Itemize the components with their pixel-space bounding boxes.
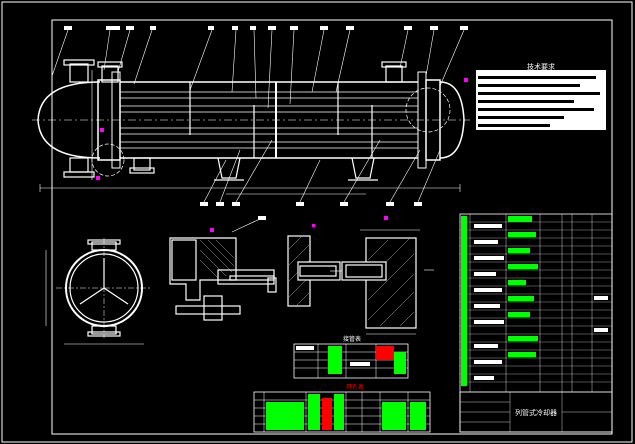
- title-block-drawing-name: 列管式冷却器: [515, 408, 557, 417]
- tubesheet-section-view: [341, 229, 434, 335]
- right-elliptical-head: [439, 81, 465, 159]
- left-tubesheet: [111, 71, 121, 169]
- top-left-nozzle: [63, 59, 95, 83]
- top-channel-nozzle: [97, 61, 123, 83]
- nozzle-table-heading: 接管表: [343, 335, 361, 343]
- technical-notes-block: 技术要求: [476, 62, 606, 130]
- cross-section-view: [45, 238, 152, 345]
- right-channel: [425, 79, 441, 161]
- left-saddle-support: [214, 157, 244, 181]
- bottom-left-nozzle: [63, 157, 95, 178]
- main-elevation-view: [32, 59, 470, 195]
- flange-section-view: [287, 235, 346, 307]
- parts-list-table: [459, 213, 613, 433]
- nozzle-detail-balloon: [258, 216, 266, 220]
- tube-bundle: [120, 91, 418, 149]
- technical-notes-heading: 技术要求: [527, 62, 555, 71]
- bottom-part-leaders: [203, 139, 441, 203]
- main-dimension-lines: [39, 70, 461, 195]
- top-part-leaders: [51, 29, 465, 109]
- nozzle-table: 接管表: [293, 335, 409, 379]
- title-block: 列管式冷却器: [459, 391, 613, 433]
- opening-table: 开孔表: [253, 383, 431, 433]
- magenta-markers: [96, 78, 468, 232]
- nozzle-detail-view: [169, 217, 277, 321]
- bottom-part-balloons: [200, 202, 422, 206]
- right-saddle-support: [348, 157, 378, 181]
- top-part-balloons: [64, 26, 468, 30]
- right-detail-circle: [405, 87, 451, 133]
- opening-table-heading: 开孔表: [346, 383, 364, 391]
- bottom-channel-nozzle: [129, 157, 155, 174]
- top-right-nozzle: [381, 61, 407, 83]
- baffles: [189, 82, 373, 158]
